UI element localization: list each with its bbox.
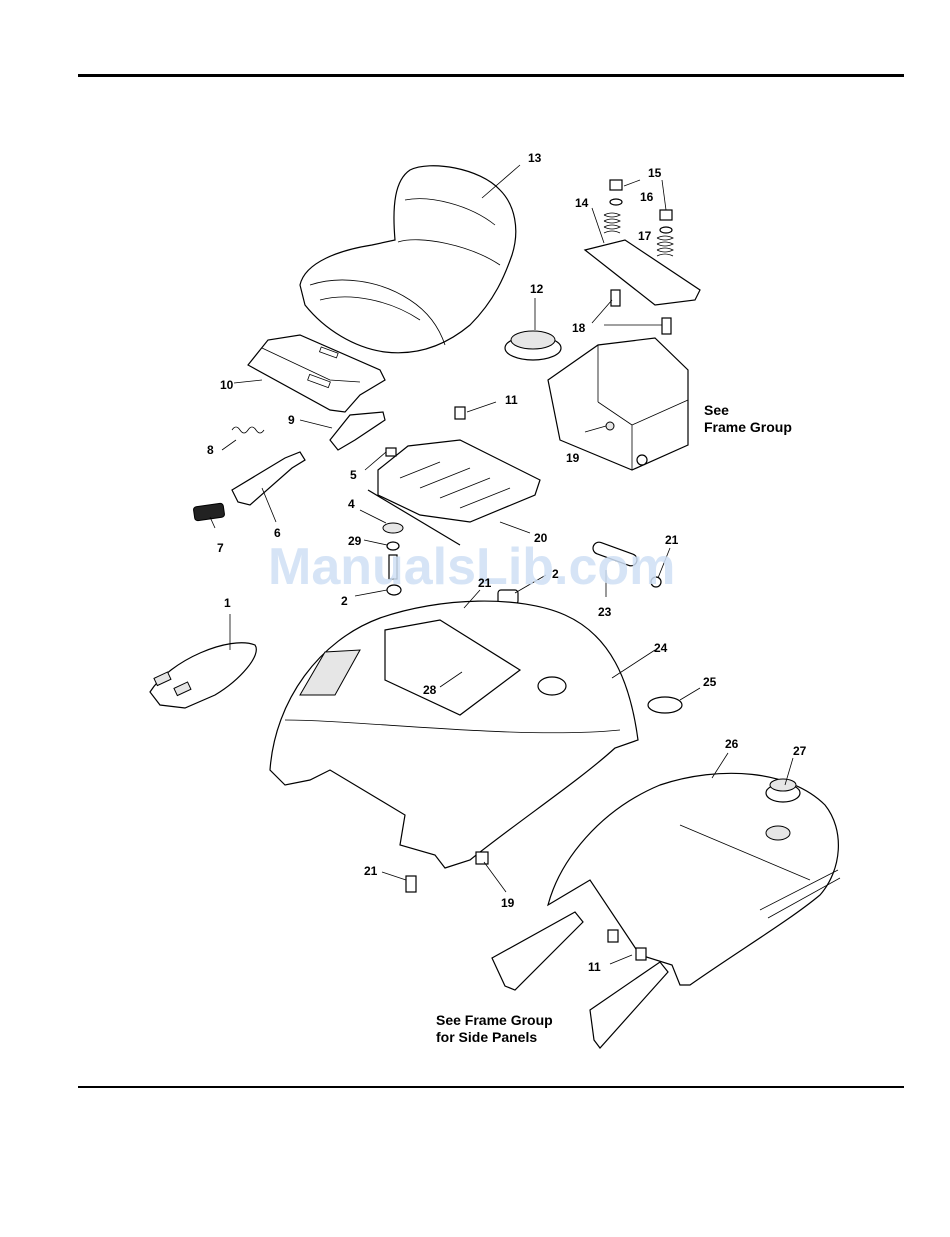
callout-5: 5	[350, 468, 357, 482]
callout-19-lower: 19	[501, 896, 515, 910]
callout-12: 12	[530, 282, 544, 296]
lever-part	[193, 452, 305, 521]
callout-27: 27	[793, 744, 807, 758]
callout-1: 1	[224, 596, 231, 610]
callout-14: 14	[575, 196, 589, 210]
callout-15: 15	[648, 166, 662, 180]
callout-25: 25	[703, 675, 717, 689]
callout-10: 10	[220, 378, 234, 392]
callout-2-left: 2	[341, 594, 348, 608]
fender-24-part	[270, 601, 638, 868]
bolt-11-lower-a-part	[608, 930, 618, 942]
callout-21-right: 21	[665, 533, 679, 547]
console-cover-1-part	[150, 643, 256, 708]
callout-18: 18	[572, 321, 586, 335]
right-side-bracket-part	[590, 962, 668, 1048]
callout-28: 28	[423, 683, 437, 697]
frame-group-note-bottom-line1: See Frame Group	[436, 1012, 553, 1028]
callout-2-right: 2	[552, 567, 559, 581]
callout-16: 16	[640, 190, 654, 204]
frame-group-note-top-line1: See	[704, 402, 729, 418]
bracket-9-part	[330, 412, 385, 450]
callout-19-top: 19	[566, 451, 580, 465]
bolt-11-lower-b-part	[636, 948, 646, 960]
bolt-11-part	[455, 407, 465, 419]
callout-29: 29	[348, 534, 362, 548]
callout-11-top: 11	[505, 393, 518, 407]
callout-26: 26	[725, 737, 739, 751]
bolt-21-lower-part	[406, 876, 416, 892]
nut-19-lower-part	[476, 852, 488, 864]
o-ring-25-part	[648, 697, 682, 713]
callout-13: 13	[528, 151, 542, 165]
fuel-tank-26-part	[548, 773, 840, 985]
callout-7: 7	[217, 541, 224, 555]
frame-group-note-top-line2: Frame Group	[704, 419, 792, 435]
callout-11-lower: 11	[588, 960, 601, 974]
switch-12-part	[505, 331, 561, 360]
callout-8: 8	[207, 443, 214, 457]
callout-23: 23	[598, 605, 612, 619]
callout-4: 4	[348, 497, 355, 511]
callout-21-lower: 21	[364, 864, 378, 878]
cap-27-part	[766, 779, 800, 802]
frame-group-note-bottom-line2: for Side Panels	[436, 1029, 537, 1045]
watermark: ManualsLib.com	[268, 538, 675, 596]
callout-21-center: 21	[478, 576, 492, 590]
callout-6: 6	[274, 526, 281, 540]
seat-part	[300, 166, 516, 353]
bracket-plate-part	[585, 240, 700, 305]
left-side-bracket-part	[492, 912, 583, 990]
callout-24: 24	[654, 641, 668, 655]
callout-20: 20	[534, 531, 548, 545]
callout-9: 9	[288, 413, 295, 427]
spring-8-part	[232, 427, 264, 433]
callout-17: 17	[638, 229, 652, 243]
